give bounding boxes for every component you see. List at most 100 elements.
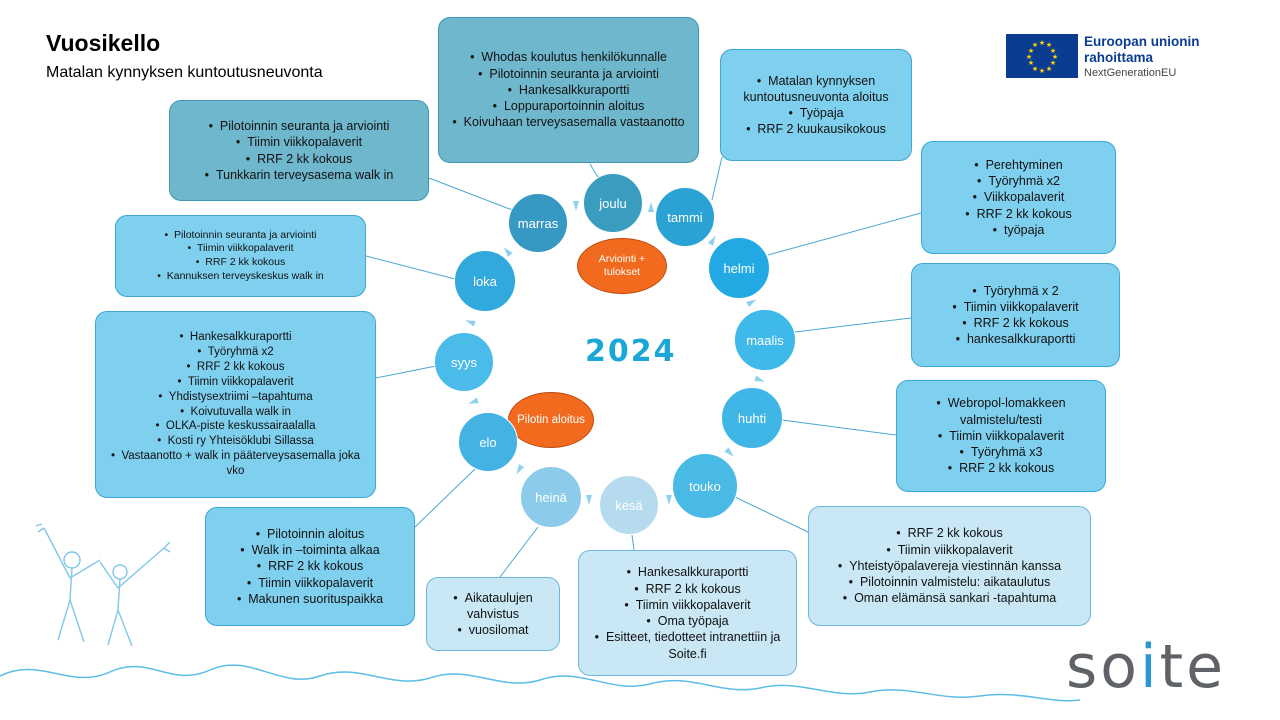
- connector-line-elo: [414, 467, 477, 528]
- month-label: tammi: [667, 209, 703, 225]
- svg-text:★: ★: [1050, 47, 1056, 55]
- list-item: Koivutuvalla walk in: [102, 405, 369, 420]
- list-item: Loppuraportoinnin aloitus: [445, 98, 692, 114]
- connector-line-tammi: [711, 156, 723, 201]
- list-item: Vastaanotto + walk in pääterveysasemalla…: [102, 449, 369, 479]
- info-box-kesa: HankesalkkuraporttiRRF 2 kk kokousTiimin…: [578, 550, 797, 676]
- list-item: RRF 2 kk kokous: [903, 460, 1099, 476]
- svg-text:★: ★: [1046, 41, 1052, 49]
- list-item: Pilotoinnin seuranta ja arviointi: [122, 229, 359, 243]
- month-circle-maalis: maalis: [734, 309, 796, 371]
- cycle-arrow-icon: [573, 201, 579, 211]
- month-circle-touko: touko: [672, 453, 738, 519]
- cycle-arrow-icon: [746, 299, 757, 308]
- month-label: loka: [473, 273, 497, 289]
- svg-text:★: ★: [1046, 65, 1052, 73]
- info-box-tammi: Matalan kynnyksen kuntoutusneuvonta aloi…: [720, 49, 912, 161]
- list-item: Pilotoinnin seuranta ja arviointi: [445, 66, 692, 82]
- list-item: Työryhmä x3: [903, 444, 1099, 460]
- list-item: Tiimin viikkopalaverit: [918, 299, 1113, 315]
- list-item: RRF 2 kuukausikokous: [727, 121, 905, 137]
- info-box-loka: Pilotoinnin seuranta ja arviointiTiimin …: [115, 215, 366, 297]
- cycle-arrow-icon: [465, 320, 476, 327]
- connector-line-touko: [734, 496, 809, 533]
- list-item: Oman elämänsä sankari -tapahtuma: [815, 590, 1084, 606]
- list-item: RRF 2 kk kokous: [815, 525, 1084, 541]
- cycle-arrow-icon: [707, 235, 716, 246]
- month-label: maalis: [746, 332, 784, 348]
- list-item: Tunkkarin terveysasema walk in: [176, 167, 422, 183]
- list-item: Hankesalkkuraportti: [445, 82, 692, 98]
- info-box-heina: Aikataulujen vahvistusvuosilomat: [426, 577, 560, 651]
- list-item: Työryhmä x 2: [918, 283, 1113, 299]
- list-item: RRF 2 kk kokous: [212, 558, 408, 574]
- dancing-figures-icon: [35, 523, 171, 647]
- svg-text:★: ★: [1052, 53, 1058, 61]
- evaluation-oval: Arviointi +tulokset: [577, 238, 667, 294]
- info-box-maalis: Työryhmä x 2Tiimin viikkopalaveritRRF 2 …: [911, 263, 1120, 367]
- month-circle-syys: syys: [434, 332, 494, 392]
- cycle-arrow-icon: [648, 202, 654, 212]
- month-circle-tammi: tammi: [655, 187, 715, 247]
- list-item: RRF 2 kk kokous: [122, 256, 359, 270]
- connector-line-kesa: [631, 534, 635, 551]
- list-item: Oma työpaja: [585, 613, 790, 629]
- list-item: Tiimin viikkopalaverit: [903, 428, 1099, 444]
- pilot-start-oval: Pilotin aloitus: [508, 392, 594, 448]
- month-circle-kesa: kesä: [599, 475, 659, 535]
- list-item: Yhteistyöpalavereja viestinnän kanssa: [815, 558, 1084, 574]
- list-item: Hankesalkkuraportti: [585, 564, 790, 580]
- eu-flag-icon: ★ ★ ★ ★ ★ ★ ★ ★ ★ ★ ★ ★: [1006, 34, 1078, 78]
- svg-text:★: ★: [1028, 59, 1034, 67]
- list-item: RRF 2 kk kokous: [176, 151, 422, 167]
- list-item: Työpaja: [727, 105, 905, 121]
- info-box-syys: HankesalkkuraporttiTyöryhmä x2RRF 2 kk k…: [95, 311, 376, 498]
- list-item: Pilotoinnin aloitus: [212, 526, 408, 542]
- list-item: RRF 2 kk kokous: [102, 360, 369, 375]
- eu-logo-line2: rahoittama: [1084, 50, 1154, 65]
- month-label: heinä: [535, 489, 567, 505]
- list-item: Tiimin viikkopalaverit: [815, 542, 1084, 558]
- list-item: työpaja: [928, 222, 1109, 238]
- list-item: Tiimin viikkopalaverit: [585, 597, 790, 613]
- month-circle-elo: elo: [458, 412, 518, 472]
- month-circle-helmi: helmi: [708, 237, 770, 299]
- list-item: Yhdistysextriimi –tapahtuma: [102, 390, 369, 405]
- list-item: RRF 2 kk kokous: [928, 206, 1109, 222]
- page-title: Vuosikello: [46, 30, 161, 56]
- list-item: Walk in –toiminta alkaa: [212, 542, 408, 558]
- month-label: joulu: [599, 195, 627, 211]
- month-label: huhti: [737, 410, 767, 426]
- list-item: Kannuksen terveyskeskus walk in: [122, 270, 359, 284]
- list-item: Kosti ry Yhteisöklubi Sillassa: [102, 434, 369, 449]
- info-box-joulu: Whodas koulutus henkilökunnallePilotoinn…: [438, 17, 699, 163]
- connector-line-helmi: [767, 212, 922, 256]
- list-item: Työryhmä x2: [102, 345, 369, 360]
- cycle-arrow-icon: [503, 247, 513, 257]
- list-item: Työryhmä x2: [928, 173, 1109, 189]
- cycle-arrow-icon: [666, 495, 672, 505]
- list-item: Viikkopalaverit: [928, 189, 1109, 205]
- list-item: Koivuhaan terveysasemalla vastaanotto: [445, 114, 692, 130]
- list-item: Tiimin viikkopalaverit: [176, 134, 422, 150]
- month-label: helmi: [723, 260, 755, 276]
- month-circle-loka: loka: [454, 250, 516, 312]
- cycle-arrow-icon: [586, 495, 592, 505]
- connector-line-maalis: [794, 317, 912, 333]
- info-box-helmi: PerehtyminenTyöryhmä x2ViikkopalaveritRR…: [921, 141, 1116, 254]
- connector-line-heina: [499, 526, 539, 578]
- info-box-touko: RRF 2 kk kokousTiimin viikkopalaveritYht…: [808, 506, 1091, 626]
- svg-text:★: ★: [1028, 47, 1034, 55]
- list-item: RRF 2 kk kokous: [918, 315, 1113, 331]
- list-item: RRF 2 kk kokous: [585, 581, 790, 597]
- list-item: Matalan kynnyksen kuntoutusneuvonta aloi…: [727, 73, 905, 106]
- connector-line-marras: [428, 177, 513, 211]
- list-item: Tiimin viikkopalaverit: [122, 242, 359, 256]
- month-label: kesä: [615, 497, 643, 513]
- list-item: hankesalkkuraportti: [918, 331, 1113, 347]
- list-item: Esitteet, tiedotteet intranettiin ja Soi…: [585, 629, 790, 662]
- month-circle-joulu: joulu: [583, 173, 643, 233]
- svg-text:★: ★: [1050, 59, 1056, 67]
- svg-text:★: ★: [1039, 67, 1045, 75]
- month-label: marras: [517, 215, 559, 231]
